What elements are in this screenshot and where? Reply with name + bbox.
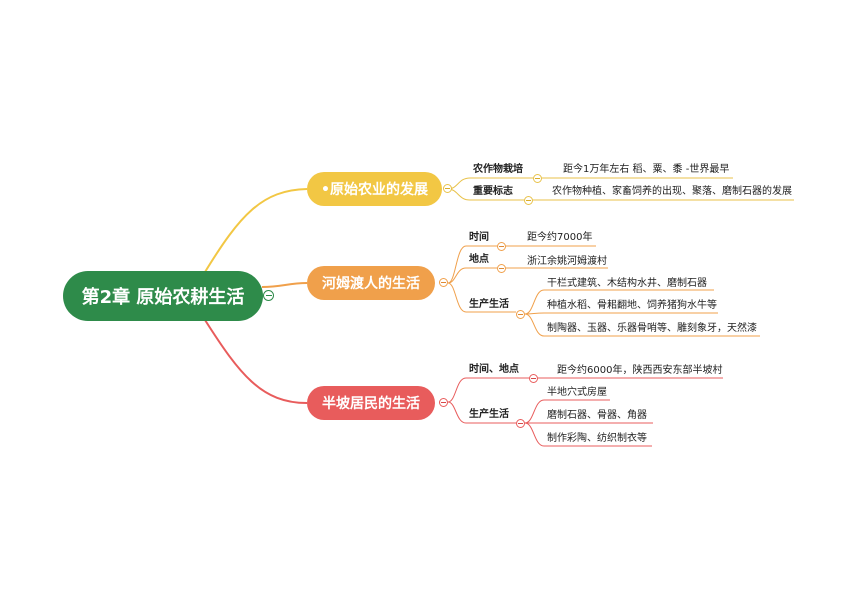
collapse-icon[interactable] <box>516 310 525 319</box>
connector-root-branch2 <box>261 282 308 288</box>
leaf-topic[interactable]: 制作彩陶、纺织制衣等 <box>547 433 647 444</box>
collapse-icon[interactable] <box>529 374 538 383</box>
leaf-topic[interactable]: 农作物种植、家畜饲养的出现、聚落、磨制石器的发展 <box>552 186 792 197</box>
collapse-icon[interactable] <box>516 419 525 428</box>
collapse-icon[interactable] <box>439 278 448 287</box>
collapse-icon[interactable] <box>524 196 533 205</box>
collapse-icon[interactable] <box>263 290 274 301</box>
leaf-topic[interactable]: 磨制石器、骨器、角器 <box>547 410 647 421</box>
collapse-icon[interactable] <box>533 174 542 183</box>
connector-root-branch1 <box>204 188 308 273</box>
leaf-topic[interactable]: 距今约6000年，陕西西安东部半坡村 <box>557 365 723 376</box>
leaf-topic[interactable]: 制陶器、玉器、乐器骨哨等、雕刻象牙，天然漆 <box>547 323 757 334</box>
root-topic[interactable]: 第2章 原始农耕生活 <box>63 271 263 321</box>
collapse-icon[interactable] <box>497 264 506 273</box>
leaf-topic[interactable]: 距今约7000年 <box>527 232 593 243</box>
subtopic-label[interactable]: 时间、地点 <box>469 364 519 375</box>
subtopic-label[interactable]: 地点 <box>469 254 489 265</box>
leaf-topic[interactable]: 种植水稻、骨耜翻地、饲养猪狗水牛等 <box>547 300 717 311</box>
leaf-topic[interactable]: 干栏式建筑、木结构水井、磨制石器 <box>547 278 707 289</box>
subtopic-label[interactable]: 生产生活 <box>469 409 509 420</box>
leaf-topic[interactable]: 距今1万年左右 稻、粟、黍 -世界最早 <box>563 164 730 175</box>
branch-topic-banpo[interactable]: 半坡居民的生活 <box>307 386 435 420</box>
branch-topic-agriculture[interactable]: •原始农业的发展 <box>307 172 442 206</box>
leaf-topic[interactable]: 半地穴式房屋 <box>547 387 607 398</box>
leaf-topic[interactable]: 浙江余姚河姆渡村 <box>527 256 607 267</box>
branch-topic-hemudu[interactable]: 河姆渡人的生活 <box>307 266 435 300</box>
collapse-icon[interactable] <box>497 242 506 251</box>
subtopic-label[interactable]: 时间 <box>469 232 489 243</box>
subtopic-label[interactable]: 农作物栽培 <box>473 164 523 175</box>
subtopic-label[interactable]: 重要标志 <box>473 186 513 197</box>
collapse-icon[interactable] <box>439 398 448 407</box>
connector-root-branch3 <box>204 319 308 404</box>
collapse-icon[interactable] <box>443 184 452 193</box>
subtopic-label[interactable]: 生产生活 <box>469 299 509 310</box>
